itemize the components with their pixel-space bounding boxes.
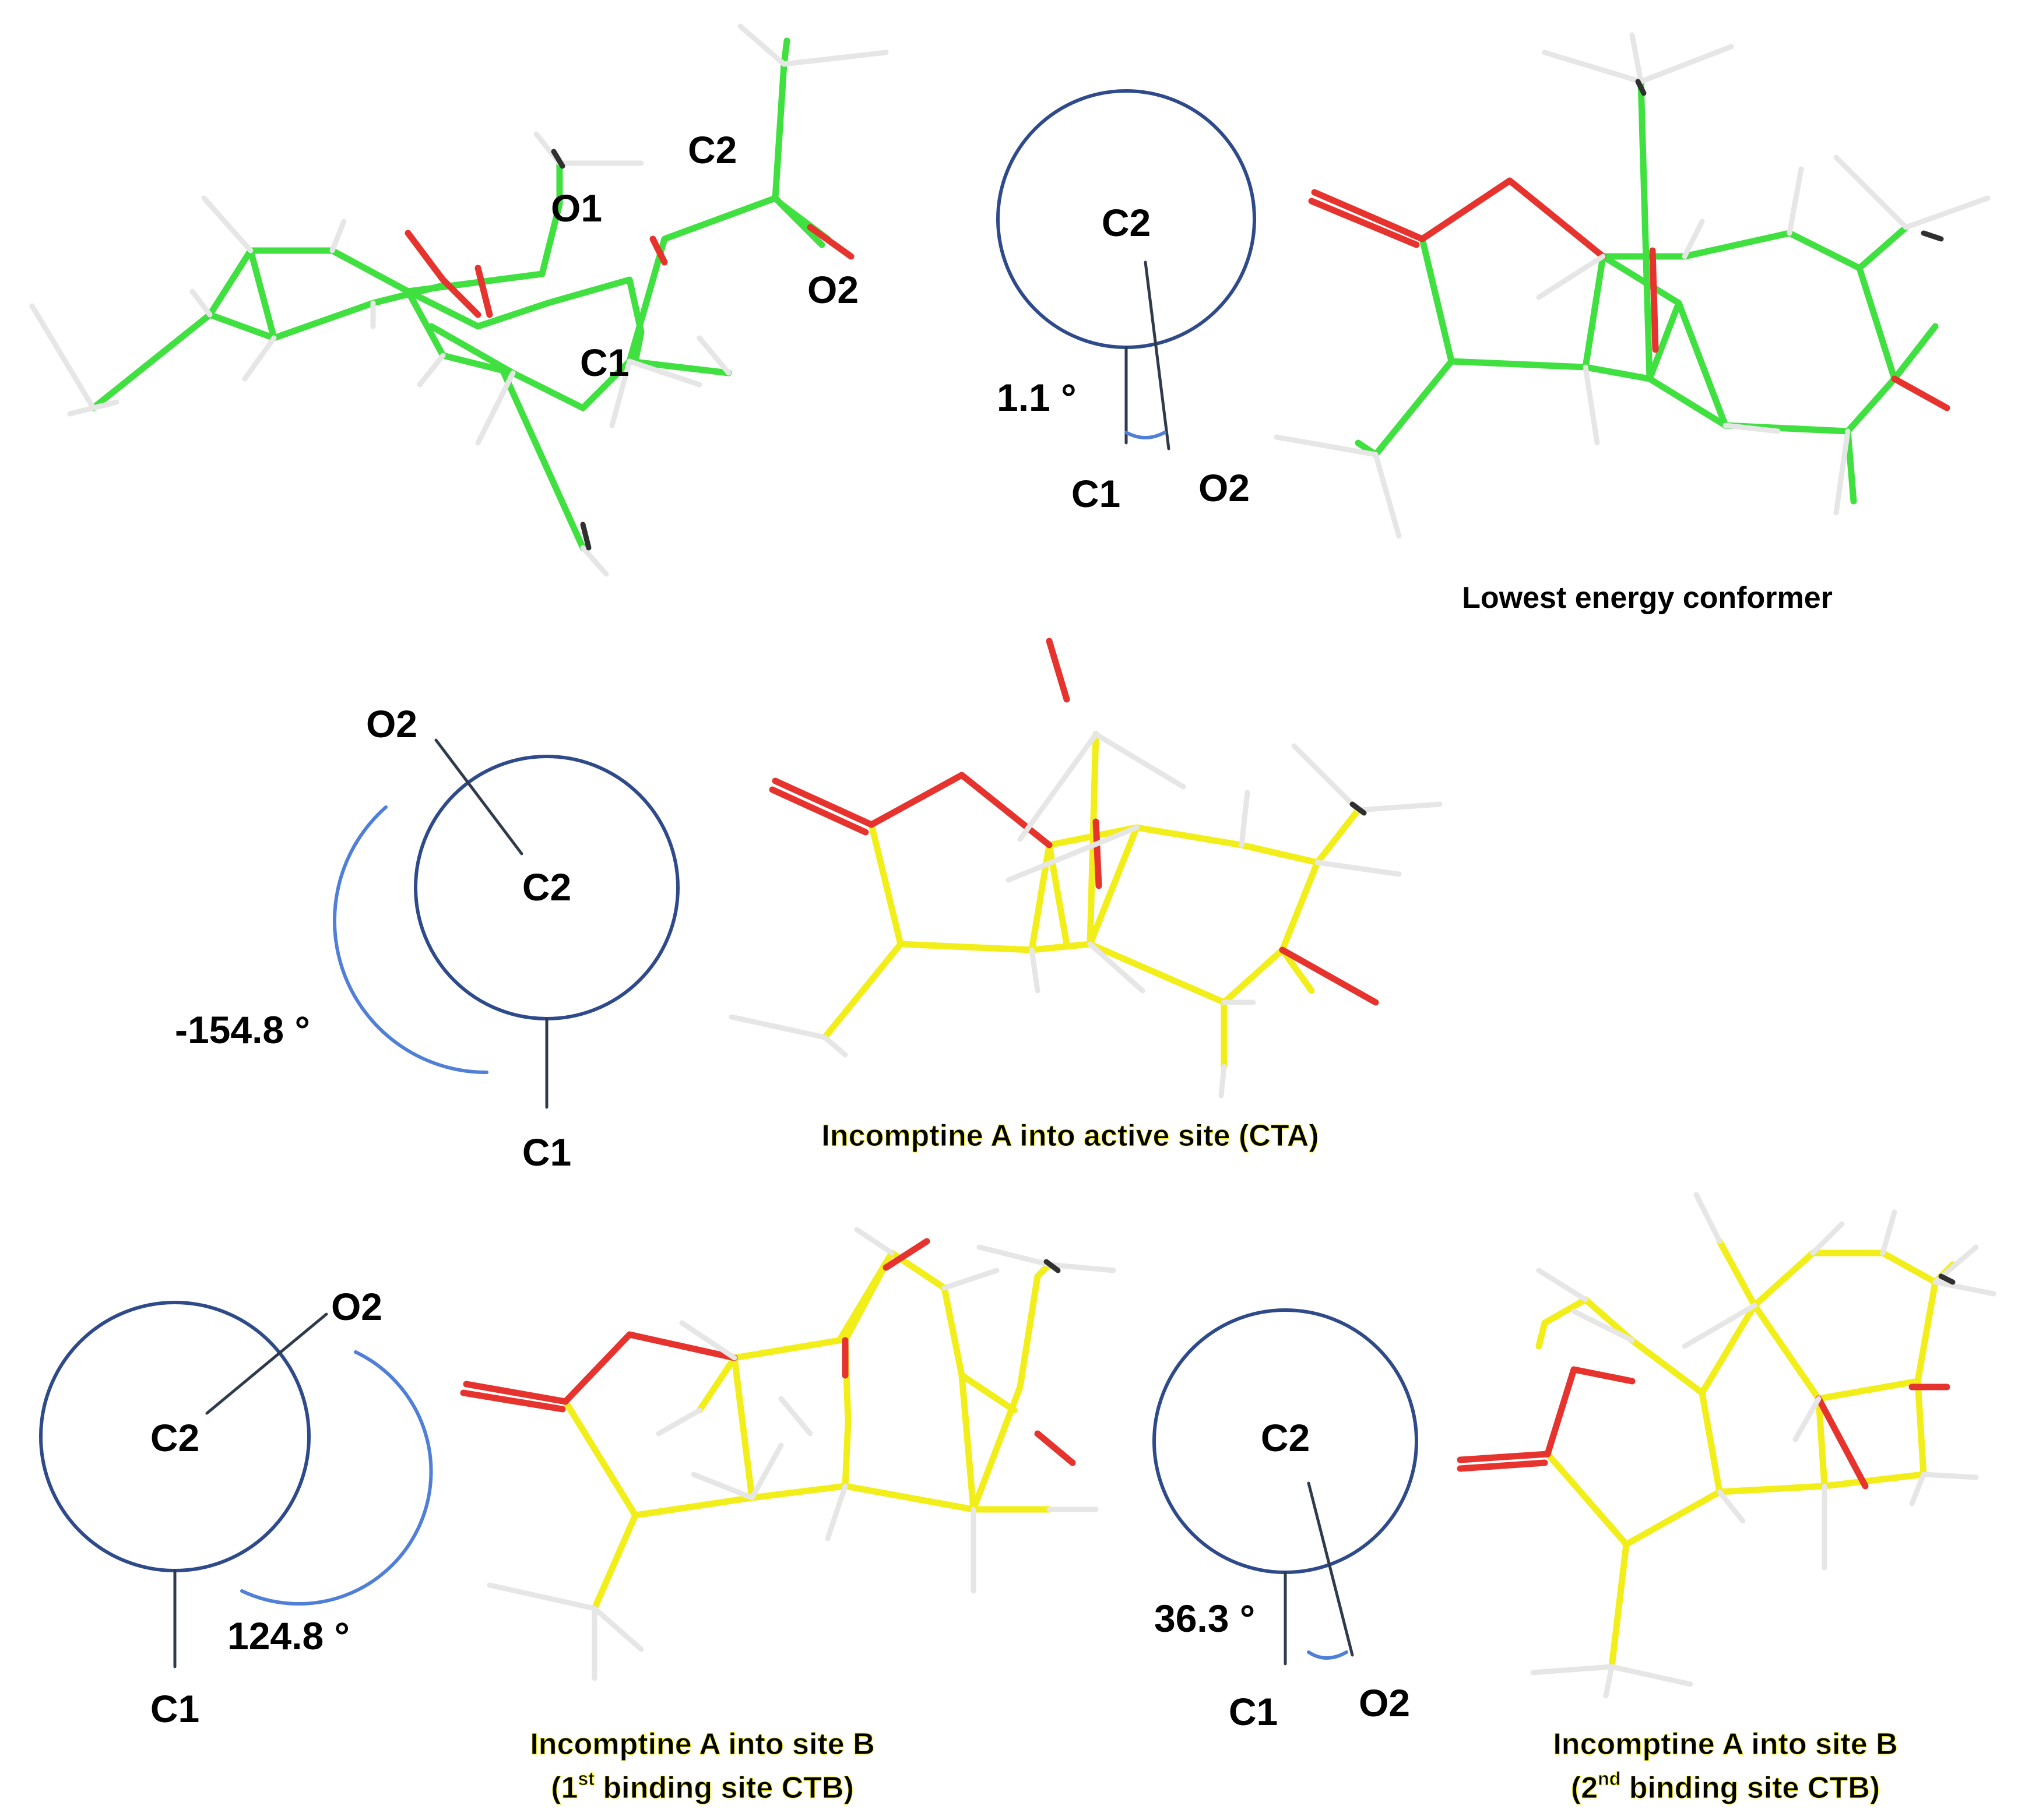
dihedral-angle-value: 36.3 ° — [1154, 1597, 1255, 1640]
carbon-bonds — [90, 37, 831, 551]
dihedral-angle-value: -154.8 ° — [175, 1008, 310, 1051]
label-c1: C1 — [580, 341, 629, 384]
oxygen-bonds — [1308, 177, 1950, 411]
label-o1: O1 — [551, 186, 602, 230]
dihedral-arc — [240, 1350, 433, 1606]
newman-projection-site-b-second: C2 C1 O2 36.3 ° — [1152, 1308, 1418, 1733]
caption-site-b-second-line1: Incomptine A into site B — [1553, 1727, 1897, 1761]
caption-site-b-first-line2: (1st binding site CTB) — [551, 1768, 854, 1805]
oxygen-bonds — [460, 1238, 1076, 1466]
newman-front-label: C1 — [1229, 1690, 1278, 1733]
newman-front-label: C1 — [522, 1131, 571, 1174]
oxygen-bonds — [769, 638, 1379, 1006]
dark-atoms — [551, 149, 592, 551]
oxygen-bonds — [1457, 1366, 1950, 1490]
caption-lowest-energy: Lowest energy conformer — [1462, 581, 1833, 615]
newman-center-label: C2 — [150, 1416, 199, 1459]
dark-atoms — [1349, 801, 1367, 816]
dark-atoms — [1043, 1259, 1061, 1273]
back-bond-o2 — [1307, 1481, 1354, 1657]
newman-back-label: O2 — [1359, 1681, 1410, 1724]
newman-projection-site-b-first: C2 C1 O2 124.8 ° — [39, 1285, 433, 1730]
dihedral-arc — [333, 805, 488, 1075]
caption-active-site: Incomptine A into active site (CTA) — [821, 1119, 1319, 1153]
dihedral-arc — [1124, 431, 1166, 439]
lowest-energy-conformer-model: Lowest energy conformer — [1274, 32, 1991, 615]
dihedral-arc — [1307, 1650, 1348, 1660]
caption-site-b-second-line2: (2nd binding site CTB) — [1571, 1768, 1880, 1805]
carbon-bonds — [1535, 1238, 1956, 1670]
dark-atoms — [1938, 1273, 1956, 1285]
site-b-first-conformer-model: Incomptine A into site B (1st binding si… — [460, 1227, 1116, 1805]
caption-site-b-first-line1: Incomptine A into site B — [530, 1727, 874, 1761]
newman-front-label: C1 — [150, 1687, 199, 1730]
newman-center-label: C2 — [522, 865, 571, 909]
active-site-conformer-model: Incomptine A into active site (CTA) — [729, 638, 1443, 1153]
back-bond-o2 — [205, 1312, 328, 1415]
carbon-bonds — [1355, 78, 1939, 505]
newman-projection-active-site: C2 C1 O2 -154.8 ° — [175, 702, 680, 1174]
newman-back-label: O2 — [1198, 466, 1250, 509]
hydrogen-bonds — [487, 1227, 1116, 1681]
label-c2: C2 — [688, 128, 737, 171]
label-o2: O2 — [807, 268, 859, 311]
newman-front-label: C1 — [1071, 472, 1120, 515]
newman-projection-lowest-energy: C2 C1 O2 1.1 ° — [996, 89, 1256, 515]
newman-center-label: C2 — [1102, 201, 1151, 244]
dihedral-angle-value: 124.8 ° — [227, 1614, 350, 1657]
site-b-second-conformer-model: Incomptine A into site B (2nd binding si… — [1457, 1192, 1996, 1805]
labelled-stick-model: C2 O1 O2 C1 — [29, 23, 889, 577]
newman-center-label: C2 — [1261, 1416, 1310, 1459]
hydrogen-bonds — [729, 731, 1443, 1099]
dihedral-angle-value: 1.1 ° — [997, 376, 1076, 419]
dark-atoms — [1635, 79, 1944, 242]
newman-back-label: O2 — [366, 702, 417, 745]
newman-back-label: O2 — [331, 1285, 382, 1328]
carbon-bonds — [821, 731, 1362, 1070]
back-bond-o2 — [1144, 260, 1170, 450]
hydrogen-bonds — [29, 23, 889, 577]
oxygen-bonds — [405, 224, 855, 318]
hydrogen-bonds — [1274, 32, 1991, 539]
back-bond-o2 — [434, 738, 523, 856]
